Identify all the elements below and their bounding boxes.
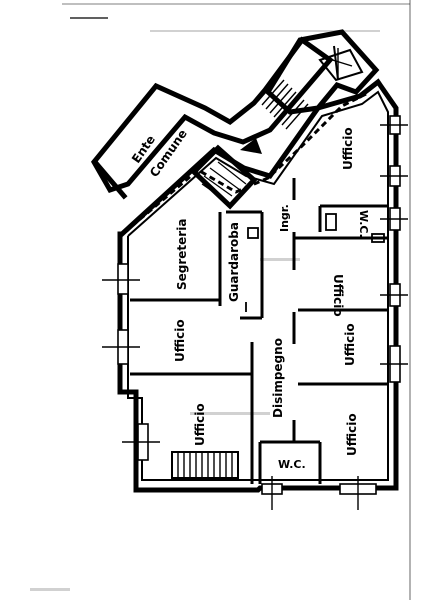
- label-segreteria: Segreteria: [175, 219, 189, 290]
- window-left-2: [102, 329, 140, 365]
- top-stairs: [257, 75, 309, 130]
- window-right-4: [380, 283, 408, 307]
- label-ingr: Ingr.: [278, 204, 291, 232]
- window-top-stair: [325, 48, 353, 78]
- label-wc-top: W.C.: [357, 210, 370, 238]
- label-wc-bottom: W.C.: [278, 458, 306, 471]
- label-ufficio-bottom-right: Ufficio: [345, 413, 359, 456]
- light-shaft: [190, 144, 258, 210]
- window-right-5: [380, 345, 408, 383]
- windows: [102, 48, 408, 510]
- interior-walls: [130, 178, 388, 484]
- label-disimpegno: Disimpegno: [271, 338, 285, 418]
- entrance-arrow-icon: [240, 138, 262, 154]
- window-bottom-2: [339, 476, 377, 510]
- label-ufficio-top-right: Ufficio: [341, 127, 355, 170]
- ente-comune-wing: [90, 36, 334, 200]
- window-left-1: [102, 263, 140, 295]
- label-ufficio-mid-right: Ufficio: [331, 274, 345, 317]
- label-ufficio-left-mid: Ufficio: [173, 319, 187, 362]
- window-bottom-1: [261, 476, 283, 510]
- ingr-fixtures: [245, 227, 259, 312]
- window-left-3: [122, 423, 160, 461]
- window-right-3: [380, 207, 408, 231]
- label-guardaroba: Guardaroba: [227, 222, 241, 302]
- scan-noise: [30, 30, 380, 591]
- window-right-1: [380, 115, 408, 135]
- bottom-stairs: [171, 451, 239, 479]
- label-ufficio-left-lower: Ufficio: [193, 403, 207, 446]
- label-ufficio-right-lower: Ufficio: [343, 323, 357, 366]
- window-right-2: [380, 165, 408, 187]
- diagonal-dashed-wall: [131, 92, 367, 228]
- wc-top-fixtures: [325, 213, 385, 243]
